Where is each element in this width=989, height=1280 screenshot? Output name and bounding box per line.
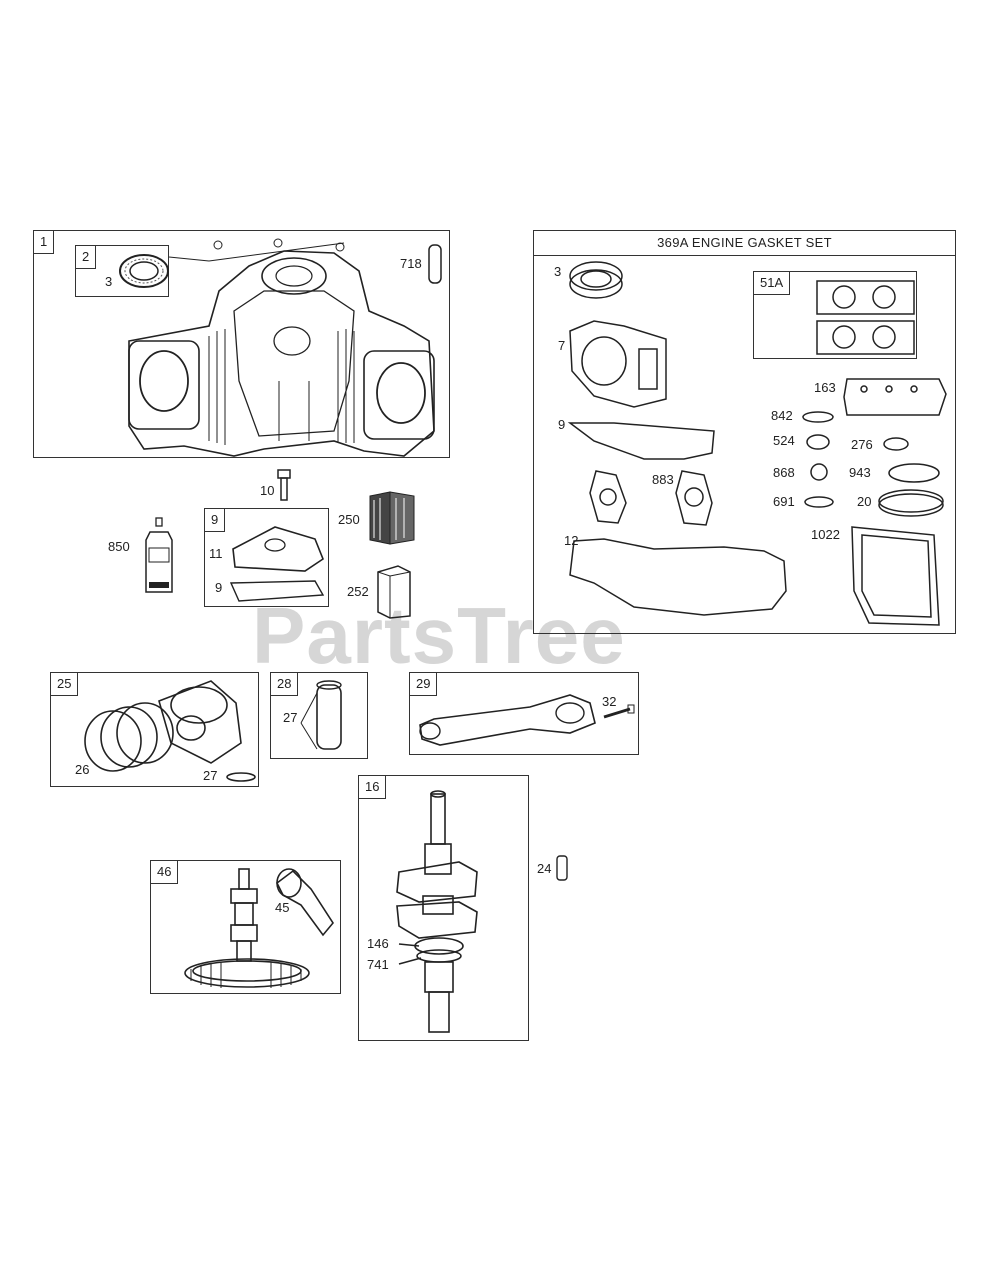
bolt-10-drawing [277, 469, 291, 501]
panel-crank: 16 146 741 [358, 775, 529, 1041]
piston-drawing [84, 680, 256, 782]
connecting-rod-drawing [419, 694, 635, 746]
label-gasket-868: 868 [773, 465, 795, 480]
subpanel-ref-2: 2 [76, 246, 97, 269]
panel-ref-28: 28 [271, 673, 299, 696]
panel-piston: 25 26 27 [50, 672, 259, 787]
panel-cam: 46 45 [150, 860, 341, 994]
filter-250-drawing [369, 491, 415, 545]
panel-ref-9: 9 [205, 509, 226, 532]
pin-24-drawing [556, 855, 568, 881]
crankshaft-drawing [396, 790, 478, 1033]
label-pin-24: 24 [537, 861, 552, 876]
label-seal-3: 3 [105, 274, 113, 289]
subpanel-ref-51a: 51A [754, 272, 791, 295]
label-gasket-943: 943 [849, 465, 871, 480]
panel-gasket-set: 369A ENGINE GASKET SET 51A 3 7 9 12 883 … [533, 230, 956, 634]
panel-ref-16: 16 [359, 776, 387, 799]
panel-engine-block: 1 2 3 718 [33, 230, 450, 458]
engine-block-drawing [119, 238, 442, 457]
label-lifter-45: 45 [275, 900, 290, 915]
panel-rod: 29 32 [409, 672, 639, 755]
label-gasket-12: 12 [564, 533, 579, 548]
watermark: PartsTree [252, 591, 626, 680]
camshaft-drawing [184, 868, 334, 988]
label-gasket-1022: 1022 [811, 527, 840, 542]
panel-ref-1: 1 [34, 231, 55, 254]
label-gasket-9-breather: 9 [215, 580, 223, 595]
label-gasket-842: 842 [771, 408, 793, 423]
oil-bottle-850-drawing [145, 517, 173, 593]
label-gasket-691: 691 [773, 494, 795, 509]
label-oil-850: 850 [108, 539, 130, 554]
breather-drawing [229, 526, 325, 602]
label-bolt-10: 10 [260, 483, 275, 498]
label-rings-26: 26 [75, 762, 90, 777]
label-gasket-276: 276 [851, 437, 873, 452]
panel-ref-25: 25 [51, 673, 79, 696]
label-gasket-7: 7 [558, 338, 566, 353]
label-gasket-9: 9 [558, 417, 566, 432]
piston-pin-drawing [300, 680, 342, 750]
label-bolt-32: 32 [602, 694, 617, 709]
label-clip-27: 27 [203, 768, 218, 783]
label-key-741: 741 [367, 957, 389, 972]
label-gasket-883: 883 [652, 472, 674, 487]
label-pin-27: 27 [283, 710, 298, 725]
label-filter-250: 250 [338, 512, 360, 527]
label-gasket-3: 3 [554, 264, 562, 279]
panel-breather: 9 11 9 [204, 508, 329, 607]
gasket-set-title: 369A ENGINE GASKET SET [534, 231, 955, 256]
label-filter-252: 252 [347, 584, 369, 599]
panel-ref-46: 46 [151, 861, 179, 884]
label-gasket-163: 163 [814, 380, 836, 395]
panel-ref-29: 29 [410, 673, 438, 696]
subpanel-51a: 51A [753, 271, 917, 359]
label-gasket-524: 524 [773, 433, 795, 448]
label-dowel-718: 718 [400, 256, 422, 271]
label-cover-11: 11 [209, 546, 223, 561]
filter-252-drawing [377, 565, 411, 619]
label-gasket-20: 20 [857, 494, 872, 509]
panel-pin: 28 27 [270, 672, 368, 759]
gasket-set-drawing [567, 261, 947, 626]
label-gear-146: 146 [367, 936, 389, 951]
